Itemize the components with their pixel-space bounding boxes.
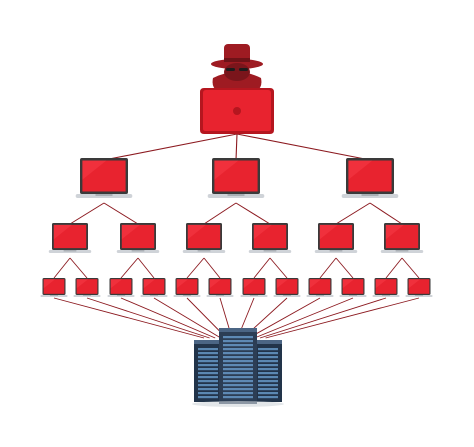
controller-laptop-icon <box>200 88 274 134</box>
connection-line <box>186 257 205 279</box>
laptop-icon <box>341 158 399 198</box>
laptop-icon <box>306 278 334 297</box>
connection-line <box>235 202 271 225</box>
laptop-icon <box>48 223 92 253</box>
laptop-icon <box>248 223 292 253</box>
connection-line <box>53 257 71 279</box>
connection-line <box>235 133 238 161</box>
connection-line <box>369 202 403 225</box>
laptop-icon <box>73 278 101 297</box>
connection-line <box>86 297 210 339</box>
connection-line <box>203 257 221 279</box>
connection-line <box>335 202 371 225</box>
connection-line <box>236 133 371 161</box>
connection-line <box>254 297 354 339</box>
connection-line <box>259 297 387 339</box>
laptop-icon <box>40 278 68 297</box>
connection-line <box>265 297 420 339</box>
laptop-icon <box>314 223 358 253</box>
connection-line <box>319 257 337 279</box>
connection-line <box>203 202 237 225</box>
connection-line <box>335 257 354 279</box>
connection-line <box>103 202 139 225</box>
connection-line <box>253 257 271 279</box>
connection-line <box>248 297 321 339</box>
laptop-icon <box>173 278 201 297</box>
connection-line <box>153 297 222 339</box>
connection-line <box>137 257 155 279</box>
laptop-icon <box>182 223 226 253</box>
connection-line <box>401 257 420 279</box>
laptop-icon <box>240 278 268 297</box>
laptop-icon <box>207 158 265 198</box>
hacker-spy-icon <box>211 44 263 91</box>
server-rack-icon <box>192 328 284 407</box>
connection-line <box>385 257 403 279</box>
connection-line <box>103 133 238 161</box>
laptop-icon <box>273 278 301 297</box>
connection-line <box>53 297 205 339</box>
connection-line <box>69 257 88 279</box>
device-nodes <box>40 44 433 407</box>
laptop-icon <box>107 278 135 297</box>
laptop-icon <box>380 223 424 253</box>
laptop-icon <box>206 278 234 297</box>
laptop-icon <box>405 278 433 297</box>
laptop-icon <box>140 278 168 297</box>
laptop-icon <box>372 278 400 297</box>
laptop-icon <box>75 158 133 198</box>
connection-line <box>120 297 216 339</box>
connection-line <box>120 257 139 279</box>
connection-line <box>69 202 105 225</box>
laptop-icon <box>339 278 367 297</box>
laptop-icon <box>116 223 160 253</box>
connection-line <box>269 257 288 279</box>
